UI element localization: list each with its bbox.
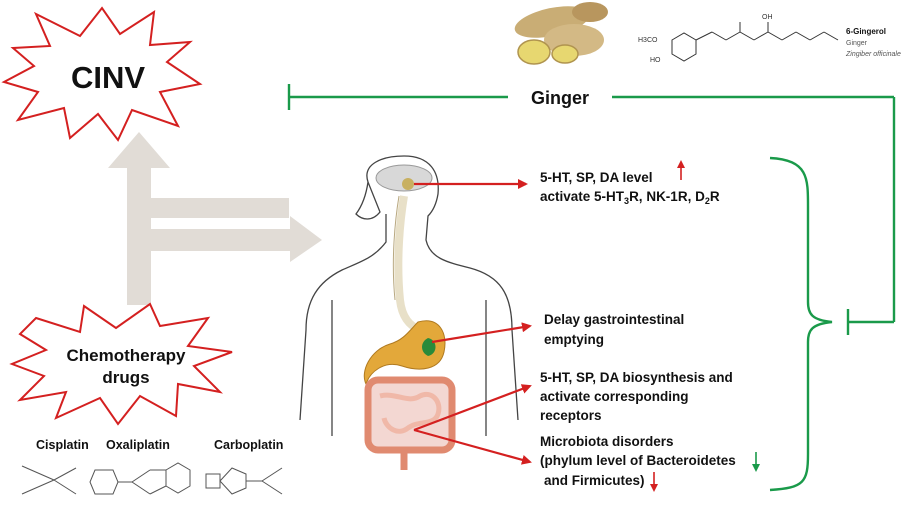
gray-right-arrow: [151, 216, 322, 262]
cinv-burst: CINV: [1, 6, 203, 142]
down-arrow-icon: [752, 452, 760, 472]
gingerol-species-name: Zingiber officinale: [845, 51, 901, 58]
gingerol-methoxy-label: H3CO: [638, 37, 658, 44]
biosynthesis-line1: 5-HT, SP, DA biosynthesis and: [540, 370, 733, 385]
drug-cisplatin-name: Cisplatin: [36, 438, 89, 452]
chemotherapy-burst: Chemotherapy drugs: [9, 302, 233, 426]
brain-center: [402, 178, 414, 190]
gingerol-hydroxy-label: HO: [650, 57, 661, 64]
stomach: [363, 320, 446, 386]
gingerol-structure: H3CO HO OH 6-Gingerol Ginger Zingiber of…: [638, 14, 901, 64]
biosynthesis-line2: activate corresponding: [540, 389, 689, 404]
biosynthesis-line3: receptors: [540, 408, 602, 423]
gingerol-common-name: Ginger: [846, 40, 868, 47]
mechanism-curly-bracket: [769, 156, 833, 492]
mechanism-list: 5-HT, SP, DA level activate 5-HT3R, NK-1…: [540, 160, 760, 492]
firmicutes-down-arrow-icon: [650, 472, 658, 492]
drug-carboplatin-name: Carboplatin: [214, 438, 283, 452]
microbiota-line3: and Firmicutes): [544, 473, 645, 488]
oxaliplatin-structure: [89, 462, 191, 495]
microbiota-signal-arrow: [413, 428, 532, 465]
cisplatin-structure: [21, 465, 77, 495]
red-signal-arrows: [413, 179, 532, 465]
drug-list: Cisplatin Oxaliplatin Carboplatin: [21, 438, 283, 495]
microbiota-line2: (phylum level of Bacteroidetes: [540, 453, 736, 468]
biosynthesis-signal-arrow: [413, 384, 532, 432]
body-neck: [299, 214, 387, 421]
ginger-label: Ginger: [531, 88, 589, 108]
chemo-label-line2: drugs: [102, 368, 149, 387]
gi-mechanism-line1: Delay gastrointestinal: [544, 312, 684, 327]
cinv-star-outline: [1, 6, 203, 142]
brain-mechanism-line2: activate 5-HT3R, NK-1R, D2R: [540, 189, 720, 206]
ginger-root-image: [514, 2, 608, 65]
gray-up-arrow: [108, 132, 170, 305]
small-intestine: [379, 392, 442, 434]
gray-arrows: [108, 132, 322, 305]
human-body-illustration: [299, 155, 519, 470]
cinv-label: CINV: [71, 60, 145, 95]
drug-oxaliplatin-name: Oxaliplatin: [106, 438, 170, 452]
gingerol-side-oh-label: OH: [762, 14, 773, 21]
body-torso-lines: [331, 300, 487, 436]
carboplatin-structure: [205, 467, 283, 495]
gi-signal-arrow: [431, 322, 532, 344]
gingerol-name: 6-Gingerol: [846, 27, 886, 36]
brain-mechanism-line1: 5-HT, SP, DA level: [540, 170, 653, 185]
ginger-inhibition-network: [287, 84, 896, 492]
gi-mechanism-line2: emptying: [544, 332, 604, 347]
chemo-label-line1: Chemotherapy: [66, 346, 186, 365]
microbiota-line1: Microbiota disorders: [540, 434, 674, 449]
gray-branch-upper: [151, 198, 289, 218]
esophagus: [394, 195, 422, 334]
esophagus-edge: [392, 195, 400, 301]
up-arrow-icon: [677, 160, 685, 180]
chemo-star-outline: [9, 302, 233, 426]
